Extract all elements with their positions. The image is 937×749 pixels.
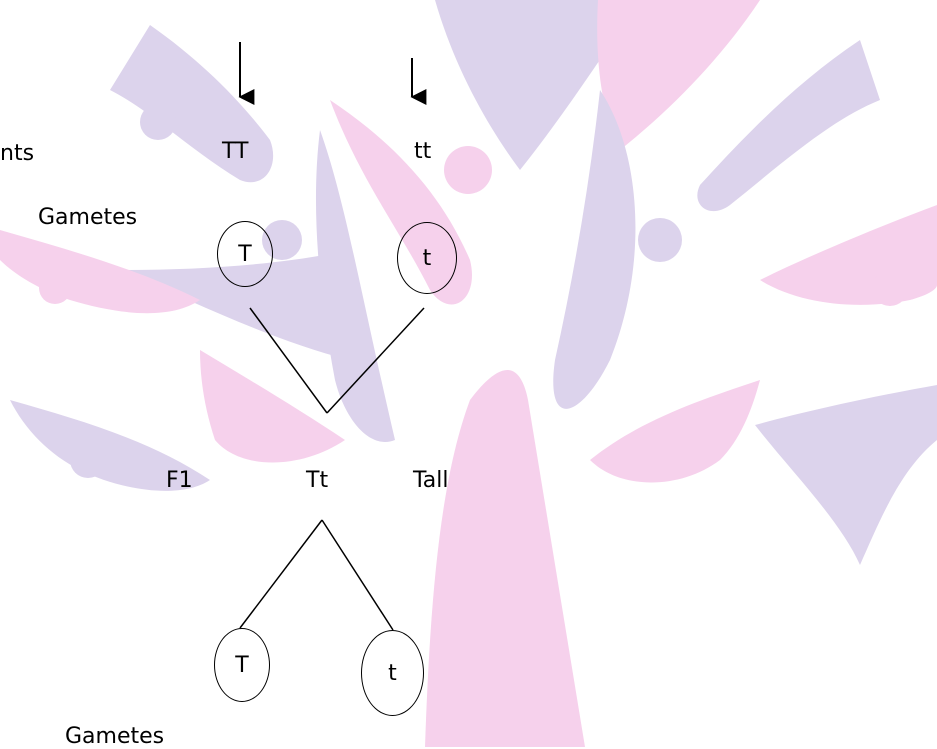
watermark-arm-lavender-lower-left bbox=[10, 400, 210, 491]
watermark-arm-top-left bbox=[110, 25, 274, 183]
watermark-head bbox=[444, 146, 492, 194]
gametes-bottom-label: Gametes bbox=[65, 724, 165, 749]
line-f1-to-gamete-T bbox=[239, 519, 323, 629]
line-gamete-t-to-f1 bbox=[326, 307, 425, 414]
parents-label: nts bbox=[0, 141, 35, 166]
gamete-circle-top-left: T bbox=[217, 221, 273, 287]
watermark-head bbox=[688, 420, 718, 450]
watermark-arm-pink-left bbox=[0, 230, 200, 314]
gametes-top-label: Gametes bbox=[38, 205, 138, 230]
f1-label: F1 bbox=[166, 468, 193, 493]
watermark-trunk bbox=[425, 370, 585, 747]
parent2-genotype: tt bbox=[414, 139, 432, 164]
watermark-head bbox=[638, 218, 682, 262]
f1-phenotype: Tall bbox=[413, 468, 449, 493]
watermark-head bbox=[774, 104, 806, 136]
gamete-circle-top-right: t bbox=[397, 222, 457, 294]
watermark-arm-lavender-right bbox=[553, 90, 636, 409]
watermark-arm-pink-upper-right bbox=[597, 0, 760, 150]
watermark-arm-lavender-lower-right bbox=[755, 385, 937, 565]
gamete-circle-bottom-left: T bbox=[214, 628, 270, 702]
parent1-genotype: TT bbox=[222, 139, 249, 164]
watermark-head bbox=[224, 414, 256, 446]
watermark-head bbox=[872, 270, 908, 306]
watermark-arm-lavender-center bbox=[315, 130, 395, 442]
watermark-head bbox=[844, 442, 880, 478]
watermark-head bbox=[70, 442, 106, 478]
f1-genotype: Tt bbox=[306, 468, 329, 493]
watermark-top-blob bbox=[435, 0, 640, 170]
watermark-arm-pink-lower-right bbox=[590, 380, 760, 483]
line-f1-to-gamete-t bbox=[321, 519, 394, 631]
line-gamete-T-to-f1 bbox=[249, 307, 328, 414]
watermark-head bbox=[39, 272, 71, 304]
watermark-arm-lavender-left bbox=[120, 250, 358, 360]
watermark-head bbox=[140, 104, 176, 140]
gamete-circle-bottom-right: t bbox=[361, 630, 424, 716]
